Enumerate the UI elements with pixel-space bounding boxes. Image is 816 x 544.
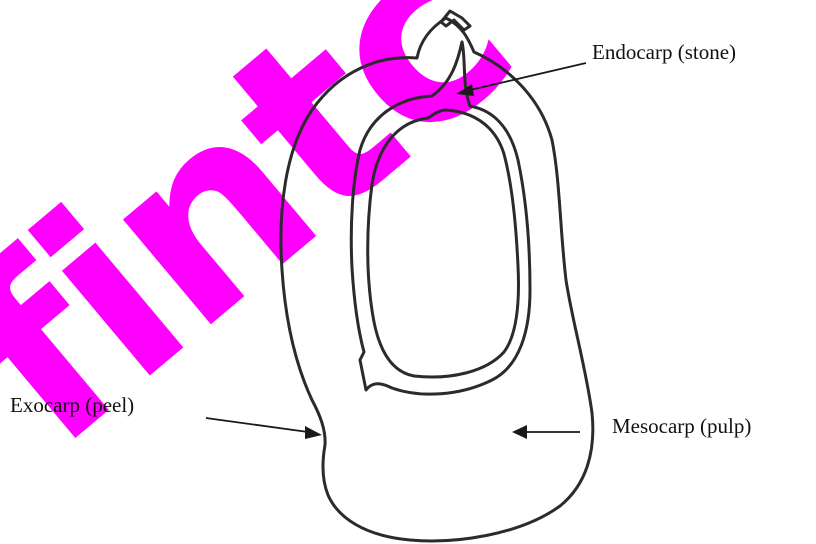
exocarp-label: Exocarp (peel) — [10, 393, 134, 417]
mesocarp-label: Mesocarp (pulp) — [612, 414, 751, 438]
endocarp-label: Endocarp (stone) — [592, 40, 736, 64]
mesocarp-arrow — [512, 425, 580, 439]
exocarp-arrow — [206, 418, 322, 439]
